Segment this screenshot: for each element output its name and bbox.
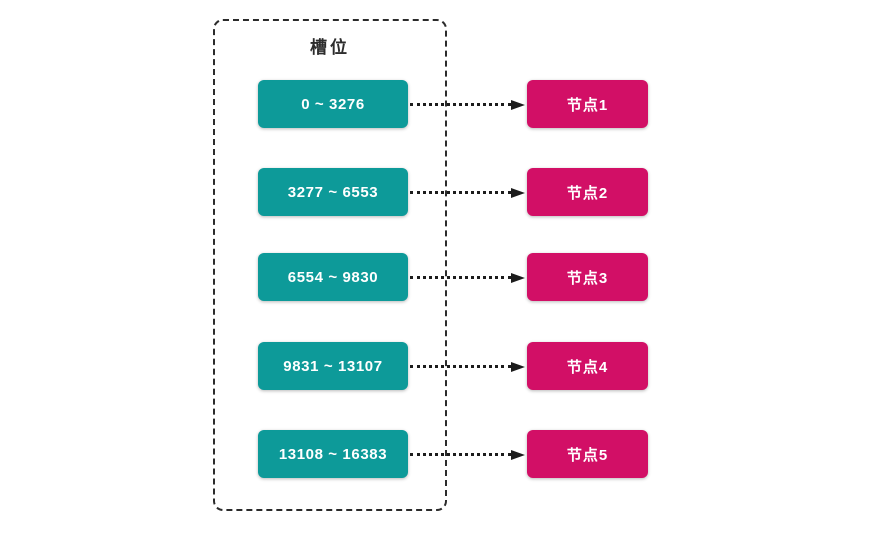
- connector-arrow-3: [410, 273, 525, 283]
- slot-range-label: 0 ~ 3276: [301, 95, 365, 113]
- diagram-row: 3277 ~ 6553 节点2: [0, 168, 874, 216]
- node-box-2[interactable]: 节点2: [527, 168, 648, 216]
- connector-arrow-1: [410, 100, 525, 110]
- slot-range-box-1[interactable]: 0 ~ 3276: [258, 80, 408, 128]
- slot-range-label: 13108 ~ 16383: [278, 445, 388, 463]
- node-box-5[interactable]: 节点5: [527, 430, 648, 478]
- slot-range-label: 6554 ~ 9830: [287, 268, 379, 286]
- arrow-right-icon: [511, 362, 525, 372]
- arrow-right-icon: [511, 188, 525, 198]
- diagram-row: 0 ~ 3276 节点1: [0, 80, 874, 128]
- connector-arrow-5: [410, 450, 525, 460]
- slot-group-title: 槽位: [310, 38, 350, 57]
- connector-arrow-4: [410, 362, 525, 372]
- diagram-row: 6554 ~ 9830 节点3: [0, 253, 874, 301]
- node-box-1[interactable]: 节点1: [527, 80, 648, 128]
- dotted-line: [410, 276, 511, 279]
- dotted-line: [410, 103, 511, 106]
- arrow-right-icon: [511, 450, 525, 460]
- slot-range-box-4[interactable]: 9831 ~ 13107: [258, 342, 408, 390]
- node-box-3[interactable]: 节点3: [527, 253, 648, 301]
- slot-group-container: [213, 19, 447, 511]
- slot-range-label: 3277 ~ 6553: [287, 183, 379, 201]
- node-label: 节点5: [566, 446, 609, 464]
- node-label: 节点2: [566, 184, 609, 202]
- slot-range-box-5[interactable]: 13108 ~ 16383: [258, 430, 408, 478]
- slot-range-box-3[interactable]: 6554 ~ 9830: [258, 253, 408, 301]
- node-label: 节点4: [566, 358, 609, 376]
- diagram-row: 9831 ~ 13107 节点4: [0, 342, 874, 390]
- node-box-4[interactable]: 节点4: [527, 342, 648, 390]
- slot-range-box-2[interactable]: 3277 ~ 6553: [258, 168, 408, 216]
- connector-arrow-2: [410, 188, 525, 198]
- arrow-right-icon: [511, 273, 525, 283]
- slot-range-label: 9831 ~ 13107: [283, 357, 383, 375]
- diagram-row: 13108 ~ 16383 节点5: [0, 430, 874, 478]
- node-label: 节点3: [566, 269, 609, 287]
- arrow-right-icon: [511, 100, 525, 110]
- dotted-line: [410, 365, 511, 368]
- node-label: 节点1: [566, 96, 609, 114]
- dotted-line: [410, 191, 511, 194]
- dotted-line: [410, 453, 511, 456]
